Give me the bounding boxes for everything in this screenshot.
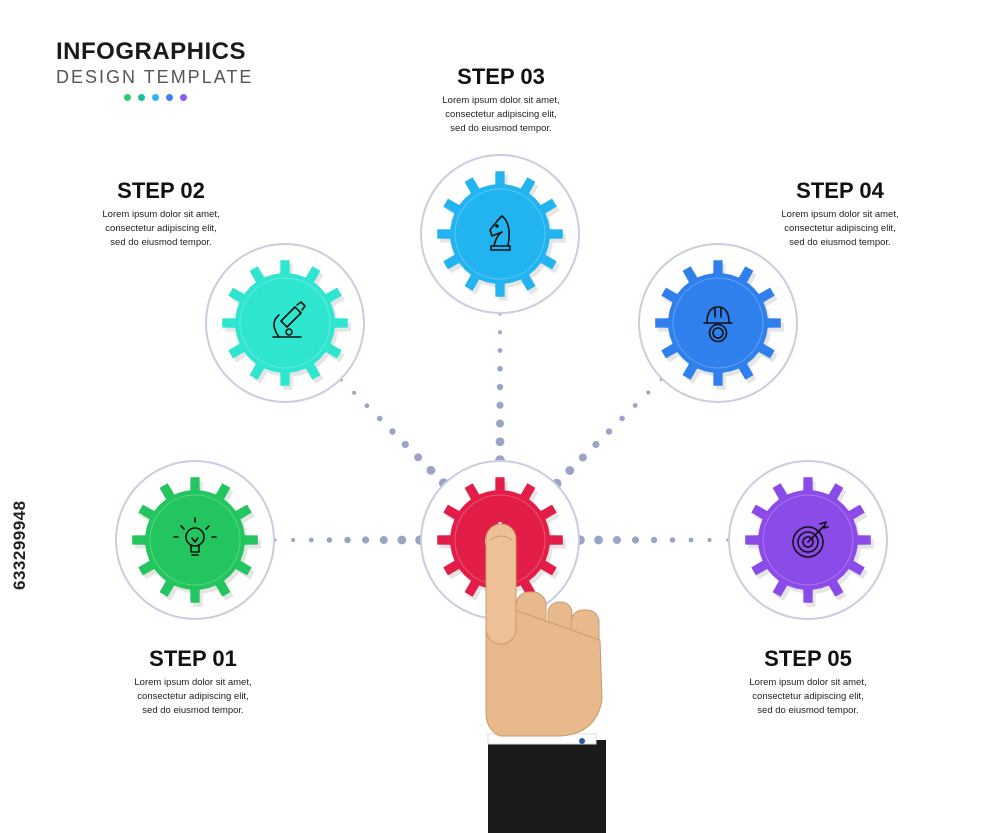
desc-line: Lorem ipsum dolor sit amet, xyxy=(749,677,867,688)
target-arrow-icon xyxy=(792,521,829,558)
desc-line: sed do eiusmod tempor. xyxy=(789,237,891,248)
connector-dot xyxy=(496,419,504,428)
step-05-text: STEP 05 Lorem ipsum dolor sit amet, cons… xyxy=(688,646,928,718)
step-01-text: STEP 01 Lorem ipsum dolor sit amet, cons… xyxy=(73,646,313,718)
desc-line: consectetur adipiscing elit, xyxy=(137,691,249,702)
connector-dot xyxy=(389,428,396,435)
step-title: STEP 05 xyxy=(764,646,852,671)
stock-id-watermark: 633299948 xyxy=(10,500,29,590)
connector-dot xyxy=(495,437,505,447)
desc-line: Lorem ipsum dolor sit amet, xyxy=(781,209,899,220)
connector-dot xyxy=(344,536,351,544)
desc-line: sed do eiusmod tempor. xyxy=(450,123,552,134)
step-2-gear xyxy=(205,243,365,403)
infographic-subtitle: DESIGN TEMPLATE xyxy=(56,67,254,87)
step-description: Lorem ipsum dolor sit amet, consectetur … xyxy=(381,94,621,136)
color-dot xyxy=(138,94,145,101)
connector-dot xyxy=(291,538,296,542)
step-02-text: STEP 02 Lorem ipsum dolor sit amet, cons… xyxy=(41,178,281,250)
color-dot xyxy=(152,94,159,101)
connector-dot xyxy=(613,536,621,544)
desc-line: sed do eiusmod tempor. xyxy=(142,705,244,716)
connector-dot xyxy=(619,415,625,422)
connector-dot xyxy=(379,536,388,544)
connector-dot xyxy=(605,428,613,435)
connector-dot xyxy=(308,537,314,543)
connector-dot xyxy=(632,403,638,408)
connector-dot xyxy=(326,537,333,543)
connector-dot xyxy=(496,401,504,409)
desc-line: Lorem ipsum dolor sit amet, xyxy=(102,209,220,220)
desc-line: consectetur adipiscing elit, xyxy=(752,691,864,702)
connector-dot xyxy=(669,537,676,543)
connector-dot xyxy=(401,440,409,449)
step-4-gear xyxy=(638,243,798,403)
connector-dot xyxy=(650,536,658,544)
step-description: Lorem ipsum dolor sit amet, consectetur … xyxy=(720,208,960,250)
connector-dot xyxy=(498,330,502,335)
microscope-icon xyxy=(272,301,306,338)
color-dot xyxy=(180,94,187,101)
connector-dot xyxy=(376,415,383,422)
connector-dot xyxy=(578,453,587,462)
connector-dot xyxy=(707,538,712,542)
desc-line: Lorem ipsum dolor sit amet, xyxy=(134,677,252,688)
pointing-hand xyxy=(485,523,606,833)
connector-dot xyxy=(426,465,436,475)
desc-line: sed do eiusmod tempor. xyxy=(757,705,859,716)
color-dot xyxy=(124,94,131,101)
connector-dot xyxy=(352,390,357,395)
step-description: Lorem ipsum dolor sit amet, consectetur … xyxy=(41,208,281,250)
connector-dot xyxy=(362,536,370,544)
connector-dot xyxy=(631,536,640,544)
connector-dot xyxy=(414,453,423,462)
hard-hat-gear-icon xyxy=(703,306,733,343)
step-description: Lorem ipsum dolor sit amet, consectetur … xyxy=(73,676,313,718)
infographic-title: INFOGRAPHICS xyxy=(56,38,247,65)
step-title: STEP 01 xyxy=(149,646,237,671)
step-1-gear xyxy=(115,460,275,620)
step-title: STEP 02 xyxy=(117,178,205,203)
desc-line: consectetur adipiscing elit, xyxy=(784,223,896,234)
connector-dot xyxy=(364,403,370,409)
connector-dot xyxy=(594,535,603,545)
step-04-text: STEP 04 Lorem ipsum dolor sit amet, cons… xyxy=(720,178,960,250)
step-title: STEP 03 xyxy=(457,64,545,89)
connector-dot xyxy=(688,537,694,543)
connector-dot xyxy=(565,466,575,475)
connector-dot xyxy=(497,348,503,353)
connector-dot xyxy=(592,440,600,449)
desc-line: consectetur adipiscing elit, xyxy=(445,109,557,120)
desc-line: Lorem ipsum dolor sit amet, xyxy=(442,95,560,106)
step-3-gear xyxy=(420,154,580,314)
desc-line: consectetur adipiscing elit, xyxy=(105,223,217,234)
color-dots xyxy=(124,94,187,101)
step-title: STEP 04 xyxy=(796,178,884,203)
desc-line: sed do eiusmod tempor. xyxy=(110,237,212,248)
chess-knight-icon xyxy=(489,215,511,251)
lightbulb-icon xyxy=(173,517,217,556)
connector-dot xyxy=(497,365,503,372)
connector-dot xyxy=(646,390,651,395)
connector-dot xyxy=(496,383,504,391)
step-5-gear xyxy=(728,460,888,620)
color-dot xyxy=(166,94,173,101)
step-03-text: STEP 03 Lorem ipsum dolor sit amet, cons… xyxy=(381,64,621,136)
step-description: Lorem ipsum dolor sit amet, consectetur … xyxy=(688,676,928,718)
title-block: INFOGRAPHICS DESIGN TEMPLATE xyxy=(56,38,253,88)
connector-dot xyxy=(397,535,407,545)
